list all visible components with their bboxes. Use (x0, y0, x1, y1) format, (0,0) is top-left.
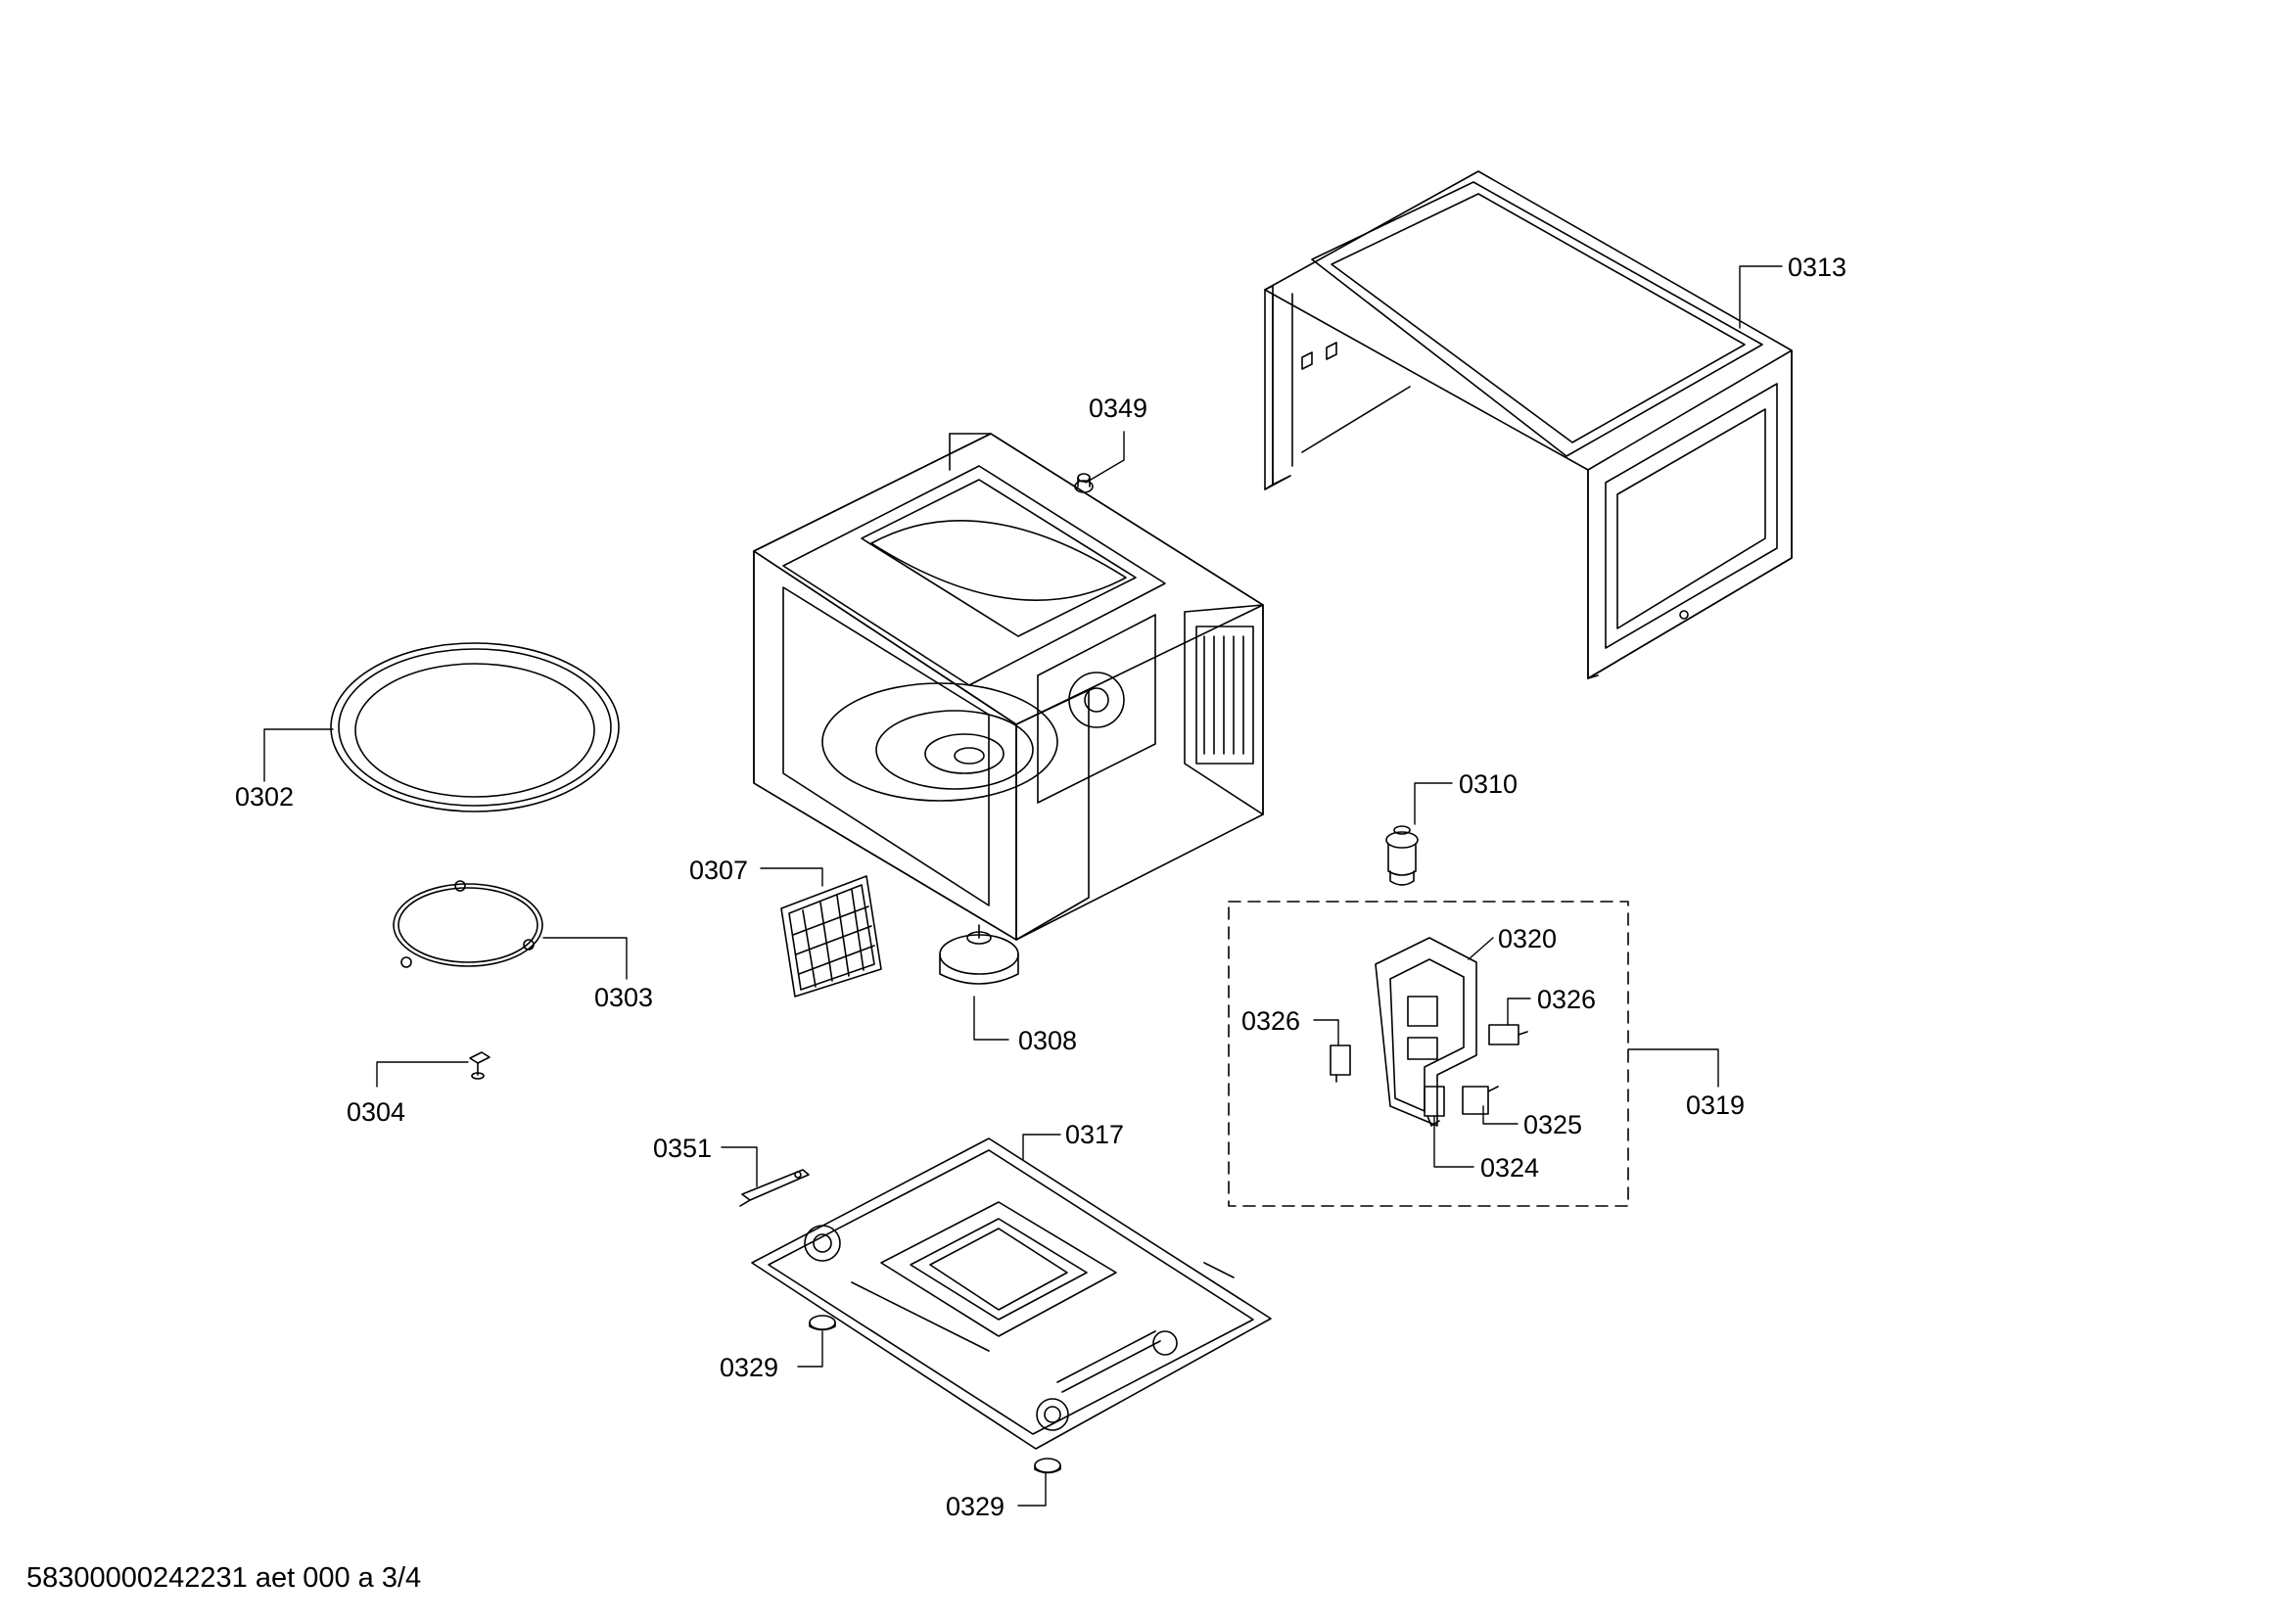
label-0326-left: 0326 (1241, 1006, 1300, 1036)
label-0308: 0308 (1018, 1026, 1077, 1055)
outer-casing-part (1264, 170, 1793, 679)
leader-0303 (542, 937, 628, 980)
leader-0308 (973, 996, 1009, 1041)
leader-0351 (721, 1146, 758, 1187)
coupler-part (469, 1051, 491, 1080)
document-id-footer: 58300000242231 aet 000 a 3/4 (26, 1562, 422, 1594)
label-0313: 0313 (1788, 253, 1846, 282)
switch-bracket-part (1375, 937, 1477, 1127)
roller-ring-part (393, 880, 543, 968)
waveguide-cover-part (780, 875, 882, 998)
lamp-holder-part (1385, 825, 1419, 886)
leader-0317 (1022, 1134, 1061, 1161)
leader-0310 (1414, 782, 1453, 825)
small-bracket-part (739, 1169, 810, 1207)
leader-0313 (1739, 265, 1783, 329)
leader-lines (263, 265, 1783, 1507)
part-labels: 0313 0349 0302 0303 0304 0307 0308 0310 … (235, 253, 1846, 1521)
label-0351: 0351 (653, 1134, 712, 1163)
foot-part-lower (1034, 1458, 1061, 1474)
label-0329-lower: 0329 (946, 1492, 1005, 1521)
turntable-motor-part (939, 924, 1019, 985)
leader-0319 (1627, 1048, 1719, 1088)
base-plate-part (751, 1137, 1272, 1450)
label-0317: 0317 (1065, 1120, 1124, 1149)
label-0310: 0310 (1459, 769, 1518, 799)
leader-0329-lower (1017, 1472, 1047, 1507)
label-0329-upper: 0329 (720, 1353, 778, 1382)
leader-0325 (1482, 1105, 1519, 1125)
label-0303: 0303 (594, 983, 653, 1012)
leader-0329-upper (797, 1330, 823, 1368)
label-0302: 0302 (235, 782, 294, 812)
switch-group-box (1228, 901, 1629, 1207)
leader-0324 (1433, 1115, 1474, 1168)
leader-0349 (1085, 431, 1125, 484)
leader-0320 (1468, 937, 1494, 960)
label-0324: 0324 (1480, 1153, 1539, 1183)
label-0307: 0307 (689, 856, 748, 885)
cavity-frame-part (753, 433, 1264, 941)
label-0319: 0319 (1686, 1090, 1745, 1120)
leader-0307 (760, 867, 823, 887)
thermostat-part (1074, 473, 1094, 493)
leader-0304 (376, 1061, 469, 1088)
leader-0326-right (1507, 998, 1531, 1026)
glass-turntable-part (330, 642, 620, 812)
foot-part-upper (809, 1315, 836, 1331)
label-0320: 0320 (1498, 924, 1557, 953)
microswitch-right-part (1488, 1024, 1528, 1045)
label-0325: 0325 (1523, 1110, 1582, 1139)
leader-0302 (263, 728, 334, 782)
leader-0326-left (1313, 1019, 1339, 1046)
microswitch-left-part (1330, 1044, 1351, 1083)
label-0326-right: 0326 (1537, 985, 1596, 1014)
label-0349: 0349 (1089, 394, 1147, 423)
switch-lever-part (1462, 1086, 1499, 1115)
label-0304: 0304 (347, 1097, 405, 1127)
